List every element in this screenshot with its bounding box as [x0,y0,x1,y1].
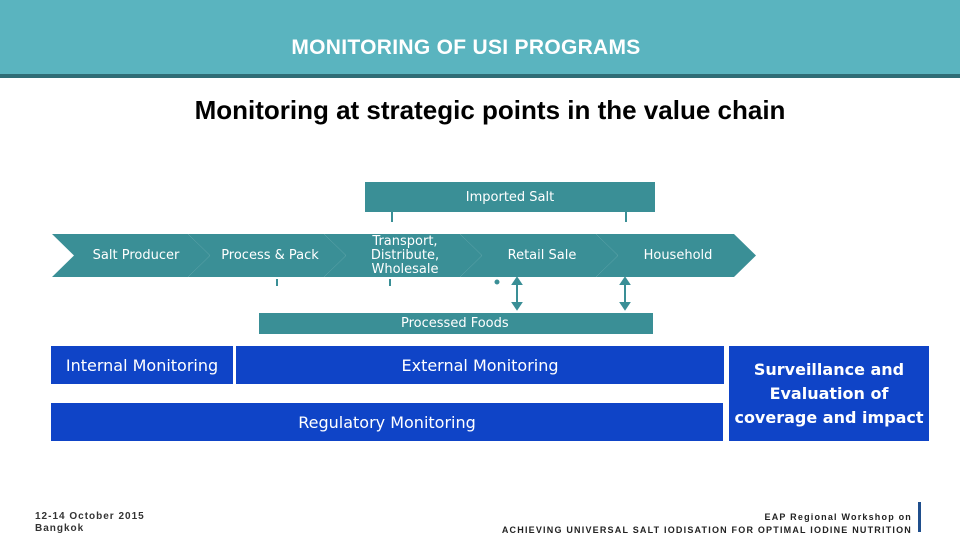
chain-label-salt-producer: Salt Producer [92,247,180,263]
imported-salt-label: Imported Salt [465,189,555,205]
surveillance-box: Surveillance and Evaluation of coverage … [729,346,929,441]
chain-label-process-pack: Process & Pack [221,247,319,263]
chevron-household [596,234,756,277]
footer-workshop: EAP Regional Workshop on ACHIEVING UNIVE… [502,511,912,537]
processed-foods-label: Processed Foods [401,316,509,331]
chain-label-retail-sale: Retail Sale [507,247,577,263]
regulatory-monitoring-label: Regulatory Monitoring [298,412,476,432]
chevron-salt-producer [52,234,210,277]
footer-divider [918,502,921,532]
chevron-retail-sale [460,234,618,277]
footer-workshop-theme: ACHIEVING UNIVERSAL SALT IODISATION FOR … [501,525,912,535]
chain-label-transport: Transport, Distribute, Wholesale [370,233,440,277]
header-bar: MONITORING OF USI PROGRAMS [0,0,960,78]
page-subtitle: Monitoring at strategic points in the va… [194,95,786,125]
regulatory-monitoring-box: Regulatory Monitoring [51,403,723,441]
external-monitoring-label: External Monitoring [401,355,559,375]
chevron-process-pack [188,234,346,277]
header-title: MONITORING OF USI PROGRAMS [291,36,641,59]
chain-label-household: Household [643,247,713,263]
chevron-transport [324,234,482,277]
footer-date-place: 12-14 October 2015 Bangkok [35,511,145,535]
footer-place: Bangkok [35,523,85,534]
footer-workshop-title: EAP Regional Workshop on [764,512,912,522]
internal-monitoring-box: Internal Monitoring [51,346,233,384]
imported-salt-bar: Imported Salt [365,182,655,212]
external-monitoring-box: External Monitoring [236,346,724,384]
footer-date: 12-14 October 2015 [35,511,145,522]
surveillance-label: Surveillance and Evaluation of coverage … [734,359,924,427]
connector-dot [494,279,500,285]
internal-monitoring-label: Internal Monitoring [65,355,219,375]
processed-foods-bar: Processed Foods [259,313,653,334]
